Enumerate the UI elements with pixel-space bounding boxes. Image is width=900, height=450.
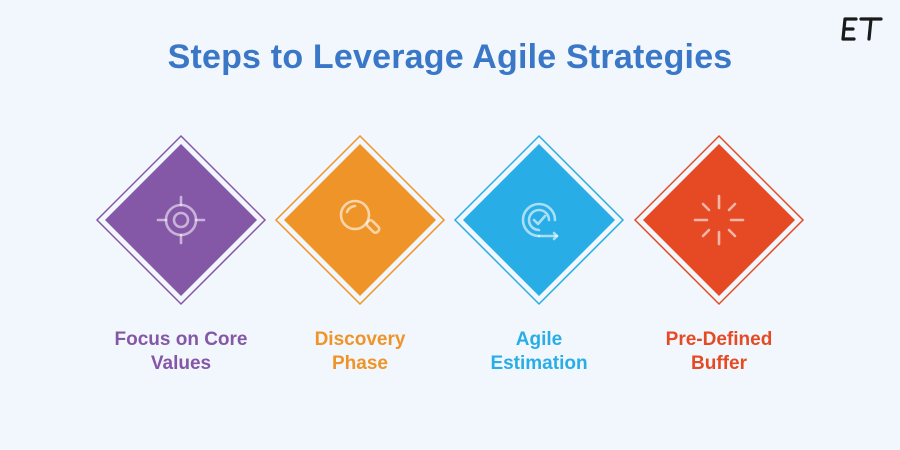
target-icon	[156, 195, 206, 245]
et-logo-icon	[841, 17, 883, 41]
step-pre-defined-buffer: Pre-Defined Buffer	[629, 130, 809, 380]
step-label: Agile Estimation	[490, 329, 588, 374]
step-label: Pre-Defined Buffer	[665, 329, 773, 374]
step-diamond	[274, 134, 446, 306]
steps-row: Focus on Core Values Discovery Phase	[0, 130, 900, 390]
burst-icon	[693, 194, 745, 246]
step-diamond	[453, 134, 625, 306]
step-label: Focus on Core Values	[114, 329, 248, 374]
cycle-check-icon	[521, 202, 559, 241]
step-diamond	[633, 134, 805, 306]
magnifier-icon	[339, 199, 381, 234]
step-label: Discovery Phase	[314, 329, 406, 374]
page-title: Steps to Leverage Agile Strategies	[167, 38, 733, 76]
step-focus-core-values: Focus on Core Values	[91, 130, 271, 380]
step-agile-estimation: Agile Estimation	[449, 130, 629, 380]
step-diamond	[95, 134, 267, 306]
step-discovery-phase: Discovery Phase	[270, 130, 450, 380]
